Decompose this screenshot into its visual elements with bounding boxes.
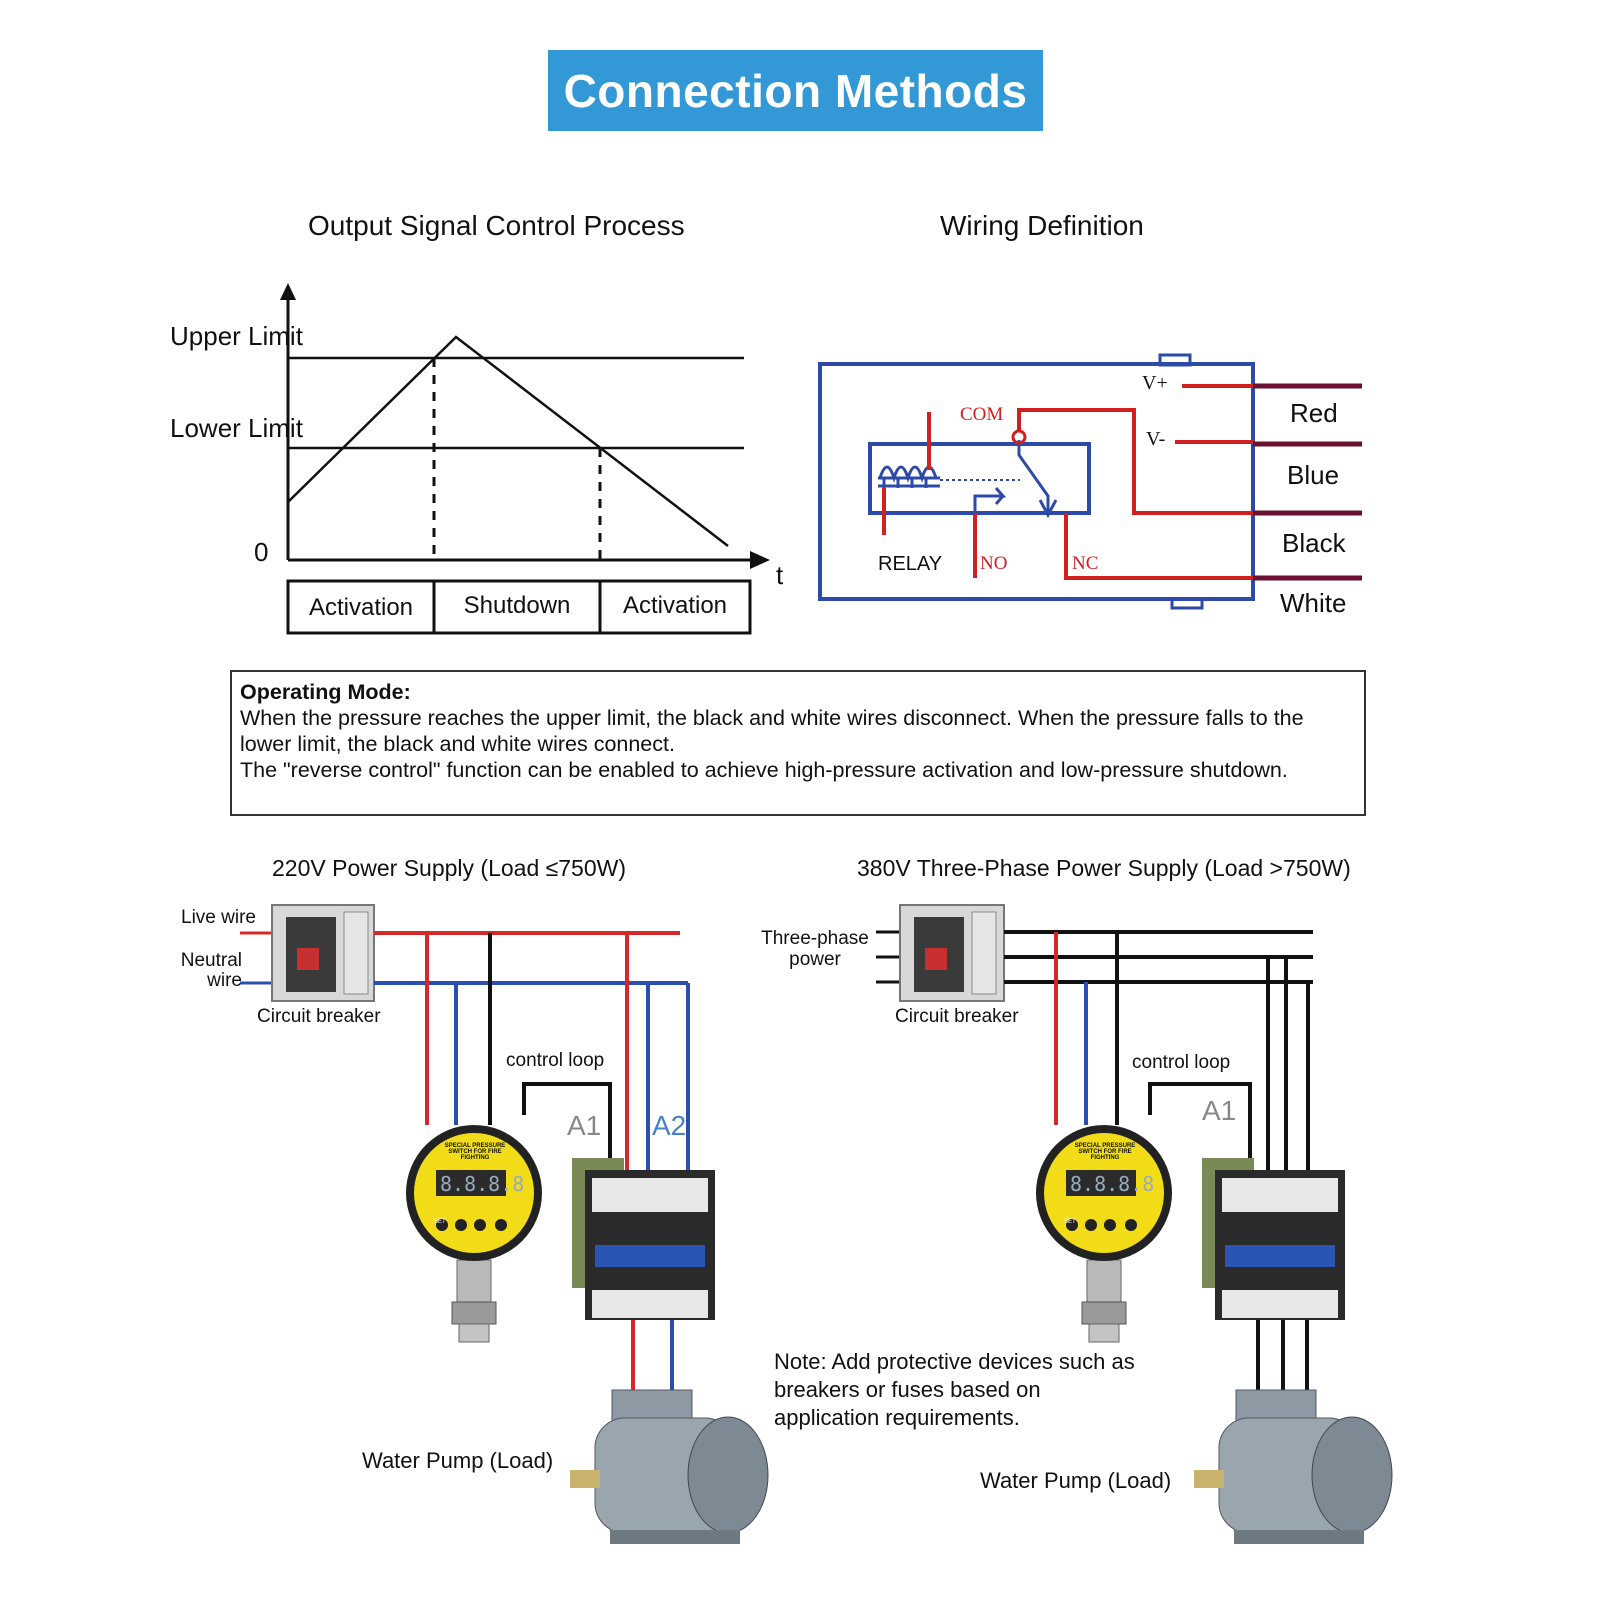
right-installation	[876, 904, 1313, 1395]
v-plus-label: V+	[1142, 372, 1168, 394]
wire-white-label: White	[1280, 588, 1347, 618]
gauge-left-display: 8.8.8.8	[440, 1172, 525, 1196]
circuit-breaker-right	[899, 904, 1005, 1002]
a1-left-label: A1	[567, 1110, 602, 1141]
a2-left-label: A2	[652, 1110, 687, 1141]
pressure-switch-gauge-left	[406, 1125, 542, 1343]
left-installation	[240, 904, 690, 1395]
lower-limit-label: Lower Limit	[170, 413, 303, 443]
three-phase-power-label: Three-phase power	[761, 928, 869, 970]
note-text: Note: Add protective devices such as bre…	[774, 1349, 1135, 1430]
phase-activation-2: Activation	[622, 592, 728, 619]
wire-red-label: Red	[1290, 398, 1338, 428]
upper-limit-label: Upper Limit	[170, 321, 303, 351]
operating-mode-heading: Operating Mode:	[240, 680, 411, 704]
wire-black-label: Black	[1282, 528, 1346, 558]
relay-box	[868, 442, 1091, 515]
a1-right-label: A1	[1202, 1095, 1237, 1126]
no-label: NO	[980, 553, 1008, 574]
circuit-breaker-left	[271, 904, 375, 1002]
control-loop-right-label: control loop	[1132, 1052, 1231, 1073]
operating-mode-box: Operating Mode: When the pressure reache…	[230, 670, 1366, 816]
wiring-definition-title: Wiring Definition	[940, 210, 1144, 241]
operating-mode-line2: The "reverse control" function can be en…	[240, 758, 1288, 782]
contactor-left	[572, 1158, 715, 1320]
page-title: Connection Methods	[563, 64, 1028, 117]
load-right-label: Water Pump (Load)	[980, 1468, 1172, 1493]
contactor-right	[1202, 1158, 1345, 1320]
v-minus-label: V-	[1146, 428, 1166, 450]
gauge-right-header: SPECIAL PRESSURE SWITCH FOR FIRE FIGHTIN…	[1074, 1143, 1136, 1161]
title-banner: Connection Methods	[548, 50, 1043, 131]
water-pump-right	[1194, 1389, 1393, 1544]
wire-blue-label: Blue	[1287, 460, 1340, 490]
relay-label: RELAY	[878, 553, 943, 575]
nc-label: NC	[1072, 553, 1099, 574]
gauge-left-header: SPECIAL PRESSURE SWITCH FOR FIRE FIGHTIN…	[444, 1143, 506, 1161]
pressure-trace	[287, 335, 729, 547]
live-wire-label: Live wire	[181, 907, 256, 928]
left-setup-title: 220V Power Supply (Load ≤750W)	[272, 855, 626, 881]
right-setup-title: 380V Three-Phase Power Supply (Load >750…	[857, 855, 1351, 881]
zero-label: 0	[254, 537, 269, 567]
com-label: COM	[960, 404, 1004, 425]
output-signal-title: Output Signal Control Process	[308, 210, 685, 241]
phase-row	[286, 579, 752, 635]
switch-housing	[818, 362, 1255, 601]
relay-coil	[878, 465, 940, 488]
signal-chart	[280, 283, 770, 635]
x-axis-arrow	[750, 551, 770, 569]
wiring-diagram	[818, 353, 1362, 610]
gauge-left-set-key: SET	[434, 1219, 446, 1225]
t-axis-label: t	[776, 560, 784, 590]
circuit-breaker-right-label: Circuit breaker	[895, 1006, 1019, 1027]
load-left-label: Water Pump (Load)	[362, 1448, 554, 1473]
circuit-breaker-left-label: Circuit breaker	[257, 1006, 381, 1027]
relay-switch-arm	[1017, 440, 1050, 513]
water-pump-left	[570, 1389, 769, 1544]
operating-mode-line1: When the pressure reaches the upper limi…	[240, 706, 1304, 756]
gauge-right-set-key: SET	[1064, 1219, 1076, 1225]
gauge-right-display: 8.8.8.8	[1070, 1172, 1155, 1196]
y-axis-arrow	[280, 283, 296, 300]
control-loop-left-label: control loop	[506, 1050, 605, 1071]
phase-activation-1: Activation	[308, 594, 414, 621]
pressure-switch-gauge-right	[1036, 1125, 1172, 1343]
phase-shutdown: Shutdown	[463, 592, 571, 619]
neutral-wire-label: Neutral wire	[180, 950, 242, 991]
